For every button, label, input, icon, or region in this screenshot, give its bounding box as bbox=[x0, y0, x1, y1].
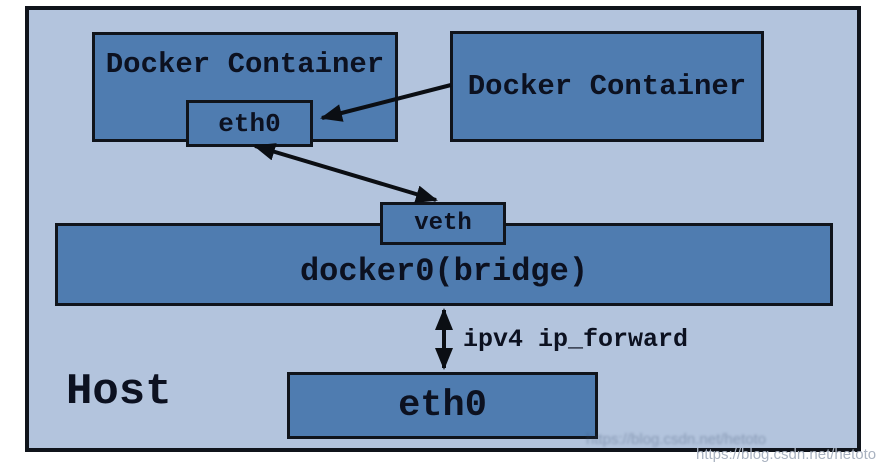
docker-container-1-label: Docker Container bbox=[105, 48, 385, 81]
host-eth0-label: eth0 bbox=[398, 384, 487, 427]
docker-container-2-label: Docker Container bbox=[467, 70, 747, 103]
veth-label: veth bbox=[414, 210, 472, 237]
docker0-bridge-label: docker0(bridge) bbox=[299, 253, 589, 290]
ipv4-ip-forward-label: ipv4 ip_forward bbox=[463, 325, 689, 354]
container-eth0-label: eth0 bbox=[218, 108, 281, 139]
host-label: Host bbox=[66, 367, 172, 417]
watermark-echo: https://blog.csdn.net/hetoto bbox=[586, 431, 767, 448]
docker-container-2-box: Docker Container bbox=[450, 31, 764, 142]
host-eth0-box: eth0 bbox=[287, 372, 598, 439]
veth-box: veth bbox=[380, 202, 506, 245]
container-eth0-box: eth0 bbox=[186, 100, 313, 147]
watermark: https://blog.csdn.net/hetoto bbox=[696, 446, 877, 463]
